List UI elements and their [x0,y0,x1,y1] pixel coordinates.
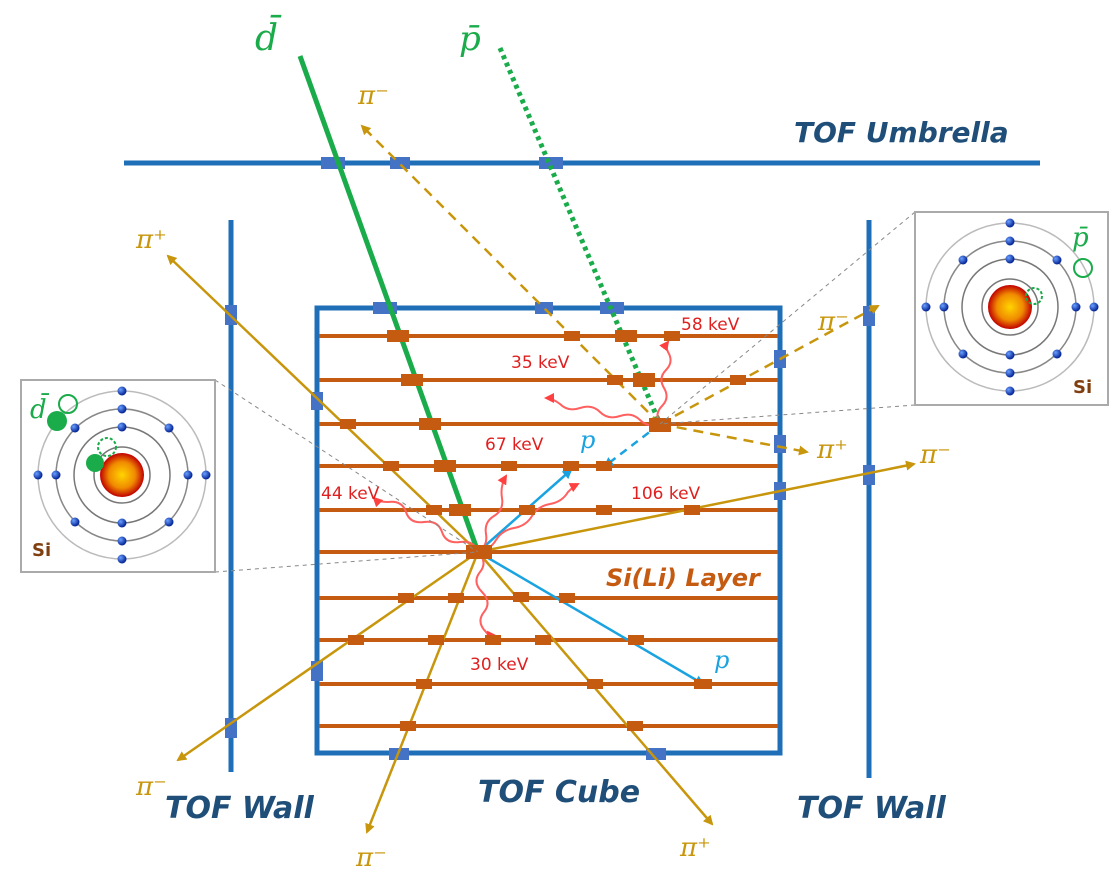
antiproton-orbit-icon [97,437,117,457]
atom-inset-left: d̄ Si [20,379,216,573]
si-label-left: Si [32,540,51,561]
pion-label-left-top: π⁺ [135,225,167,255]
tof-umbrella [124,157,1040,169]
zoom-guides [214,211,916,573]
pion-label-bottom-left: π⁻ [135,772,167,802]
tof-wall-left-label: TOF Wall [165,791,314,826]
antideuteron-capture-icon [47,411,67,431]
wall-paddle [863,465,875,485]
pion-track [166,254,479,553]
tof-wall-right-label: TOF Wall [797,791,946,826]
electron-dots [33,386,211,564]
energy-label: 44 keV [321,484,380,504]
proton-track [477,550,705,686]
sili-hits [340,330,746,731]
proton-label-upper: p [580,426,595,454]
pion-track [176,550,479,762]
cube-paddle [535,302,553,314]
cube-paddle [646,748,666,760]
dbar-inset-label: d̄ [30,392,50,425]
energy-label: 30 keV [470,655,529,675]
atom-inset-right: p̄ Si [914,211,1109,406]
tof-cube-label: TOF Cube [478,775,640,810]
energy-label: 106 keV [631,484,701,504]
nucleus-icon [988,285,1032,329]
xray-energy-labels: 58 keV 35 keV 67 keV 106 keV 44 keV 30 k… [321,315,740,675]
pion-track-dashed [360,124,661,425]
nucleus-icon [100,453,144,497]
proton-track-dashed [603,423,661,468]
dbar-label: d̄ [255,15,282,59]
pion-track-dashed [659,422,809,456]
pion-label-bottom-right: π⁺ [679,833,711,863]
energy-label: 67 keV [485,435,544,455]
umbrella-paddle [390,157,410,169]
pion-label-right-upper: π⁻ [817,307,849,337]
energy-label: 35 keV [511,353,570,373]
energy-label: 58 keV [681,315,740,335]
xray-tracks [372,340,672,642]
tof-wall-left [225,220,237,772]
antiproton-empty-icon [58,394,78,414]
cube-paddle [774,435,786,453]
pion-label-top: π⁻ [357,81,389,111]
pion-label-right-lower: π⁻ [919,440,951,470]
pbar-label: p̄ [459,19,481,59]
pion-track-dashed [659,304,880,426]
pion-label-right-mid: π⁺ [816,435,848,465]
pion-labels: π⁻ π⁺ π⁻ π⁺ π⁻ π⁻ π⁻ π⁺ [135,81,951,873]
antideuteron-track [297,55,481,553]
sili-layer-label: Si(Li) Layer [606,564,762,592]
antideuteron-orbit-icon [86,454,104,472]
pion-label-bottom-center: π⁻ [355,843,387,873]
antiproton-empty-icon [1073,258,1093,278]
wall-paddle [225,718,237,738]
si-label-right: Si [1073,377,1092,398]
tof-wall-right [863,220,875,778]
pbar-inset-label: p̄ [1072,223,1089,253]
antiproton-orbit-icon [1025,287,1043,305]
tof-umbrella-label: TOF Umbrella [794,116,1009,149]
electron-dots [921,218,1099,396]
proton-label-lower: p [714,646,729,674]
sili-layers [319,334,778,728]
